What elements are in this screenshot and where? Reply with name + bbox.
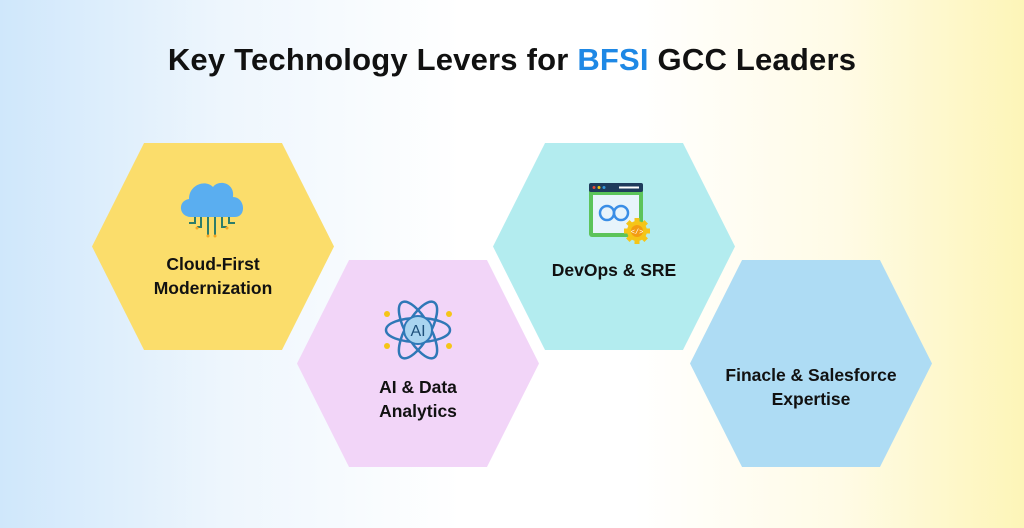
title-suffix: GCC Leaders [648,42,857,77]
devops-window-icon: </> [589,183,650,244]
label-line: Finacle & Salesforce [725,365,897,385]
label-line: Expertise [771,389,851,409]
title-text: Key Technology Levers for [167,42,578,77]
ai-icon-text: AI [410,323,425,340]
svg-text:</>: </> [631,229,644,237]
label-line: Modernization [153,278,273,298]
cloud-icon [180,182,244,238]
label-line: Analytics [379,401,457,421]
page-title: Key Technology Levers for BFSI GCC Leade… [0,42,1024,78]
title-accent: BFSI [577,42,649,77]
label-line: DevOps & SRE [551,260,677,280]
hex-devops: </> DevOps & SRE [493,143,735,350]
ai-atom-icon: AI [384,300,452,360]
label-line: AI & Data [379,377,457,397]
lever-label: DevOps & SRE [493,258,735,282]
label-line: Cloud-First [166,254,260,274]
